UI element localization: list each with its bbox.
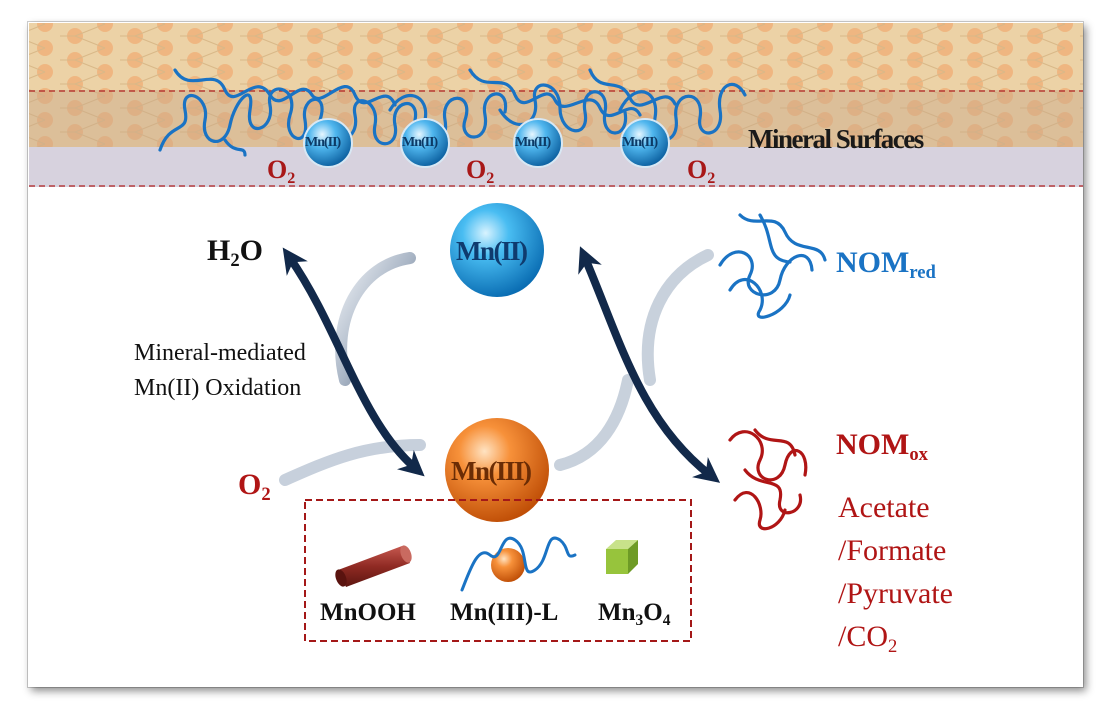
nom-ox-label: NOMox [836,428,928,465]
mn3-label: Mn(III) [451,456,532,486]
mn2-label: Mn(II) [456,236,528,266]
surface-mn2-label: Mn(II) [402,135,438,150]
product-label: /Pyruvate [838,577,953,610]
mineral-surface-band [29,23,1083,187]
species-box [304,499,692,642]
mediated-oxidation-label-line2: Mn(II) Oxidation [134,375,302,401]
surface-mn2-spheres [303,118,670,168]
mnooh-label: MnOOH [320,599,416,626]
product-label: /CO2 [838,620,898,657]
mn3-ligand-complex [460,536,577,592]
h2o-label: H2O [207,234,263,271]
mn3-ligand-label: Mn(III)-L [450,599,559,626]
surface-o2-label: O2 [267,155,296,188]
nom-red-label: NOMred [836,246,936,283]
nom-red-chain [718,213,827,319]
product-label: /Formate [838,534,947,567]
o2-label: O2 [238,468,271,505]
nom-ox-chain [728,428,808,531]
mn3o4-cube [606,540,638,574]
mn3-sphere [445,418,549,522]
surface-o2-label: O2 [687,155,716,188]
surface-mn2-label: Mn(II) [515,135,551,150]
surface-mn2-label: Mn(II) [622,135,658,150]
surface-nom-chains [158,68,747,157]
mineral-surfaces-label: Mineral Surfaces [748,124,924,154]
surface-o2-label: O2 [466,155,495,188]
mn2-sphere [450,203,544,297]
mn3o4-label: Mn3O4 [598,599,671,629]
product-label: Acetate [838,491,930,524]
mnooh-rod [335,545,412,587]
mediated-oxidation-label-line1: Mineral-mediated [134,340,306,366]
cycle-arrows [282,246,721,483]
surface-mn2-label: Mn(II) [305,135,341,150]
